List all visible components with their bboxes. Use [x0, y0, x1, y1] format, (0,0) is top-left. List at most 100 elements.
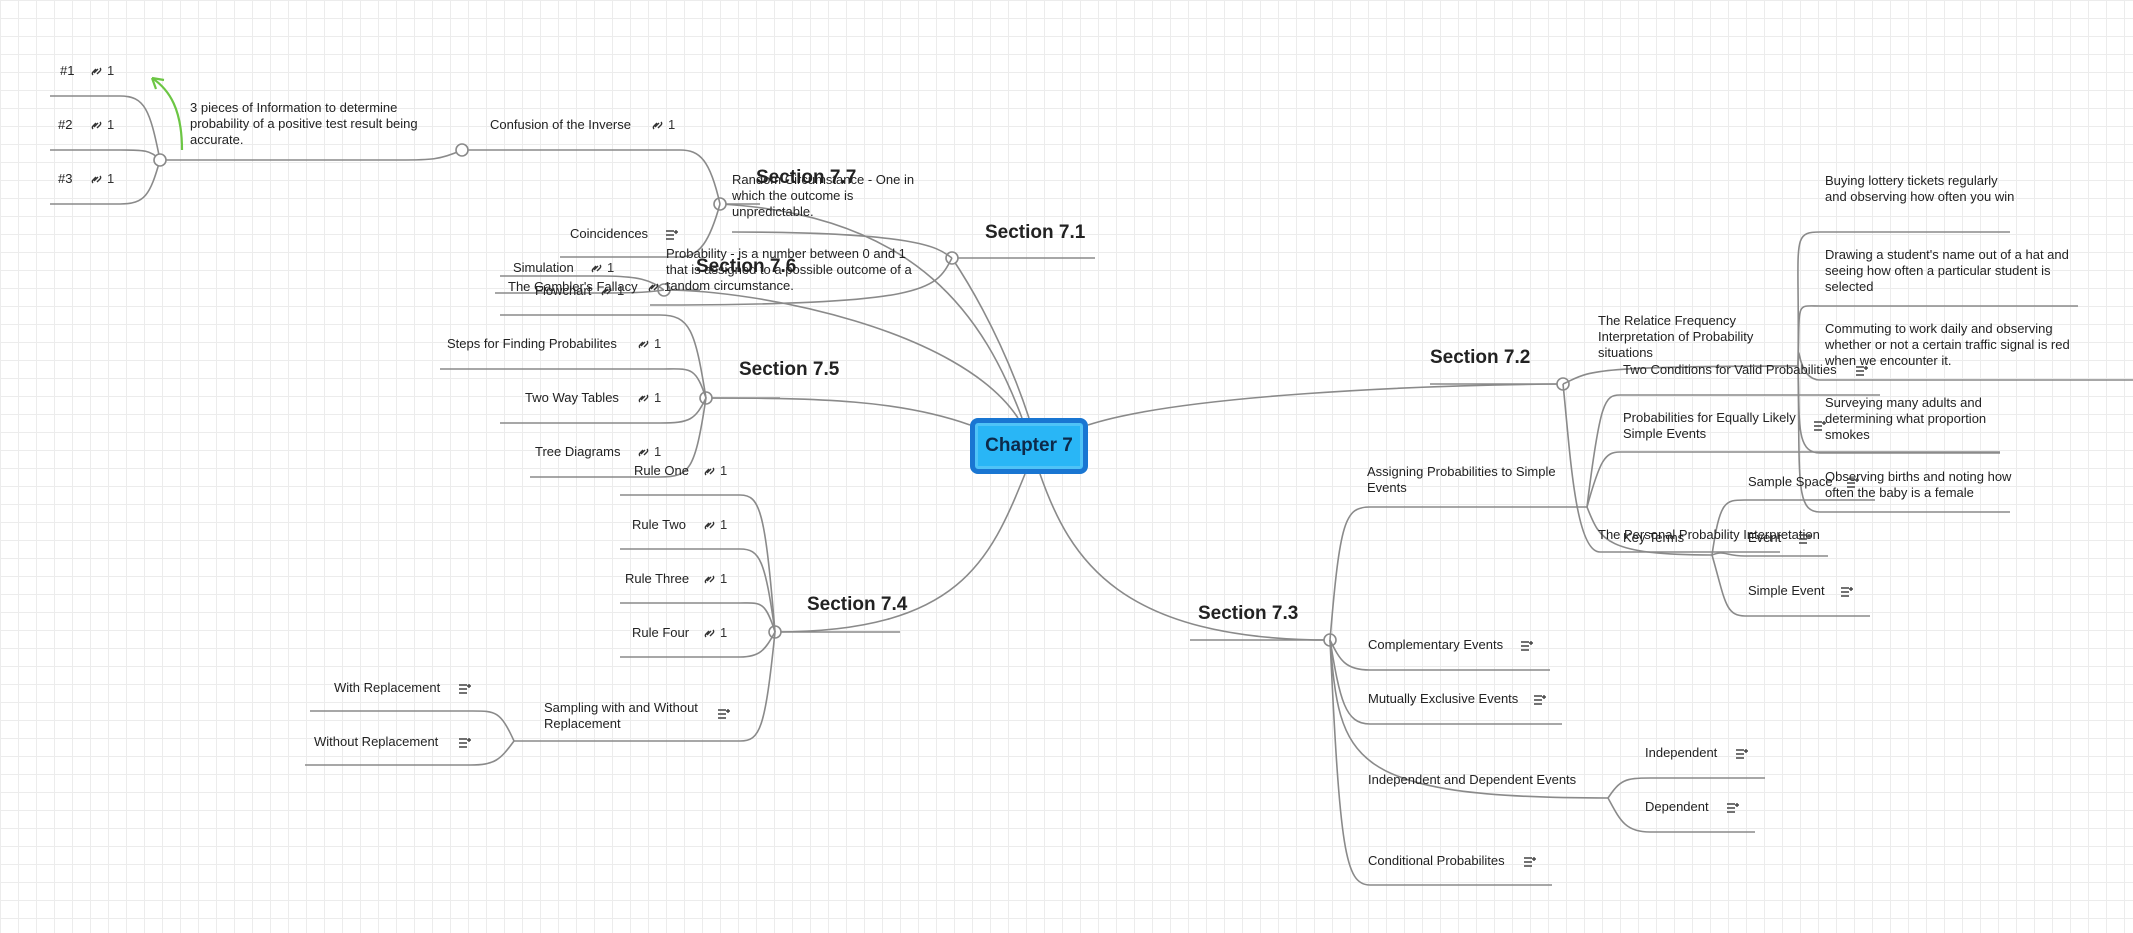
attachment-badge[interactable]: 1: [703, 571, 727, 587]
example-topic-5[interactable]: Observing births and noting how often th…: [1825, 469, 2012, 500]
attachment-badge[interactable]: 1: [90, 171, 114, 187]
attachment-badge[interactable]: 1: [637, 336, 661, 352]
note-icon[interactable]: [665, 229, 679, 241]
attachment-icon: [638, 393, 649, 403]
rule-one-topic[interactable]: Rule One: [634, 463, 689, 478]
piece-1-topic[interactable]: #1: [60, 63, 75, 78]
attachment-count: 1: [107, 171, 115, 186]
attachment-count: 1: [607, 260, 615, 275]
key-terms-topic[interactable]: Key Terms: [1623, 530, 1685, 545]
attachment-count: 1: [654, 336, 662, 351]
attachment-icon: [638, 447, 649, 457]
rule-three-topic[interactable]: Rule Three: [625, 571, 690, 586]
link-root-7-4: [774, 473, 1026, 633]
two-way-tables-topic[interactable]: Two Way Tables: [525, 390, 619, 405]
independent-dependent-topic[interactable]: Independent and Dependent Events: [1368, 772, 1577, 787]
link-root-7-7: [719, 203, 1023, 419]
central-topic[interactable]: Chapter 7: [970, 418, 1088, 474]
attachment-icon: [91, 120, 102, 130]
simulation-topic[interactable]: Simulation: [513, 260, 574, 275]
note-icon[interactable]: [1520, 640, 1534, 652]
complementary-events-topic[interactable]: Complementary Events: [1368, 637, 1504, 652]
attachment-badge[interactable]: 1: [90, 117, 114, 133]
attachment-count: 1: [720, 625, 728, 640]
assigning-probabilities-topic[interactable]: Assigning Probabilities to Simple Events: [1367, 464, 1556, 495]
note-icon[interactable]: [1813, 420, 1827, 432]
three-pieces-topic[interactable]: 3 pieces of Information to determine pro…: [190, 100, 418, 147]
flowchart-topic[interactable]: Flowchart: [535, 283, 592, 298]
coincidences-topic[interactable]: Coincidences: [570, 226, 649, 241]
sample-space-topic[interactable]: Sample Space: [1748, 474, 1833, 489]
attachment-icon: [638, 339, 649, 349]
section-7-5-label[interactable]: Section 7.5: [739, 359, 840, 380]
attachment-count: 1: [720, 463, 728, 478]
note-icon[interactable]: [717, 708, 731, 720]
attachment-badge[interactable]: 1: [600, 283, 624, 299]
section-7-1-label[interactable]: Section 7.1: [985, 222, 1086, 243]
two-conditions-topic[interactable]: Two Conditions for Valid Probabilities: [1623, 362, 1837, 377]
attachment-count: 1: [720, 517, 728, 532]
note-icon[interactable]: [1840, 586, 1854, 598]
mutually-exclusive-topic[interactable]: Mutually Exclusive Events: [1368, 691, 1519, 706]
attachment-badge[interactable]: 1: [647, 279, 671, 295]
simple-event-topic[interactable]: Simple Event: [1748, 583, 1825, 598]
attachment-badge[interactable]: 1: [637, 444, 661, 460]
attachment-count: 1: [107, 63, 115, 78]
link-root-7-5: [705, 397, 971, 426]
section-7-7-label[interactable]: Section 7.7: [756, 167, 857, 188]
attachment-icon: [591, 263, 602, 273]
steps-finding-topic[interactable]: Steps for Finding Probabilites: [447, 336, 617, 351]
section-7-2-label[interactable]: Section 7.2: [1430, 347, 1531, 368]
attachment-badge[interactable]: 1: [651, 117, 675, 133]
section-7-6-label[interactable]: Section 7.6: [696, 256, 797, 277]
rule-four-topic[interactable]: Rule Four: [632, 625, 690, 640]
attachment-count: 1: [617, 283, 625, 298]
example-topic-4[interactable]: Surveying many adults and determining wh…: [1825, 395, 1987, 442]
gamblers-fallacy-topic[interactable]: The Gambler's Fallacy: [508, 279, 638, 294]
example-topic-1[interactable]: Buying lottery tickets regularly and obs…: [1825, 173, 2015, 204]
attachment-icon: [91, 66, 102, 76]
attachment-badge[interactable]: 1: [637, 390, 661, 406]
personal-probability-topic[interactable]: The Personal Probability Interpretation: [1598, 527, 1820, 542]
probability-topic[interactable]: Probability - is a number between 0 and …: [666, 246, 912, 293]
attachment-badge[interactable]: 1: [90, 63, 114, 79]
attachment-count: 1: [654, 444, 662, 459]
piece-2-topic[interactable]: #2: [58, 117, 73, 132]
link-root-7-2: [1087, 383, 1564, 426]
note-icon[interactable]: [1533, 694, 1547, 706]
note-icon[interactable]: [1798, 533, 1812, 545]
piece-3-topic[interactable]: #3: [58, 171, 73, 186]
event-topic[interactable]: Event: [1748, 530, 1782, 545]
note-icon[interactable]: [1855, 365, 1869, 377]
note-icon[interactable]: [1523, 856, 1537, 868]
attachment-badge[interactable]: 1: [703, 517, 727, 533]
sampling-topic[interactable]: Sampling with and Without Replacement: [544, 700, 698, 731]
note-icon[interactable]: [1735, 748, 1749, 760]
attachment-icon: [652, 120, 663, 130]
note-icon[interactable]: [1846, 477, 1860, 489]
relative-frequency-topic[interactable]: The Relatice Frequency Interpretation of…: [1598, 313, 1754, 360]
confusion-inverse-topic[interactable]: Confusion of the Inverse: [490, 117, 631, 132]
dependent-topic[interactable]: Dependent: [1645, 799, 1709, 814]
without-replacement-topic[interactable]: Without Replacement: [314, 734, 439, 749]
independent-topic[interactable]: Independent: [1645, 745, 1718, 760]
random-circumstance-topic[interactable]: Random Circumstance - One in which the o…: [732, 172, 915, 219]
example-topic-3[interactable]: Commuting to work daily and observing wh…: [1825, 321, 2070, 368]
tree-diagrams-topic[interactable]: Tree Diagrams: [535, 444, 621, 459]
conditional-probabilities-topic[interactable]: Conditional Probabilites: [1368, 853, 1505, 868]
example-topic-2[interactable]: Drawing a student's name out of a hat an…: [1825, 247, 2069, 294]
section-7-3-label[interactable]: Section 7.3: [1198, 603, 1299, 624]
attachment-badge[interactable]: 1: [703, 625, 727, 641]
equally-likely-topic[interactable]: Probabilities for Equally Likely Simple …: [1623, 410, 1796, 441]
note-icon[interactable]: [458, 737, 472, 749]
attachment-badge[interactable]: 1: [590, 260, 614, 276]
attachment-badge[interactable]: 1: [703, 463, 727, 479]
rule-two-topic[interactable]: Rule Two: [632, 517, 686, 532]
attachment-count: 1: [107, 117, 115, 132]
note-icon[interactable]: [458, 683, 472, 695]
note-icon[interactable]: [1726, 802, 1740, 814]
with-replacement-topic[interactable]: With Replacement: [334, 680, 441, 695]
attachment-icon: [91, 174, 102, 184]
section-7-4-label[interactable]: Section 7.4: [807, 594, 908, 615]
